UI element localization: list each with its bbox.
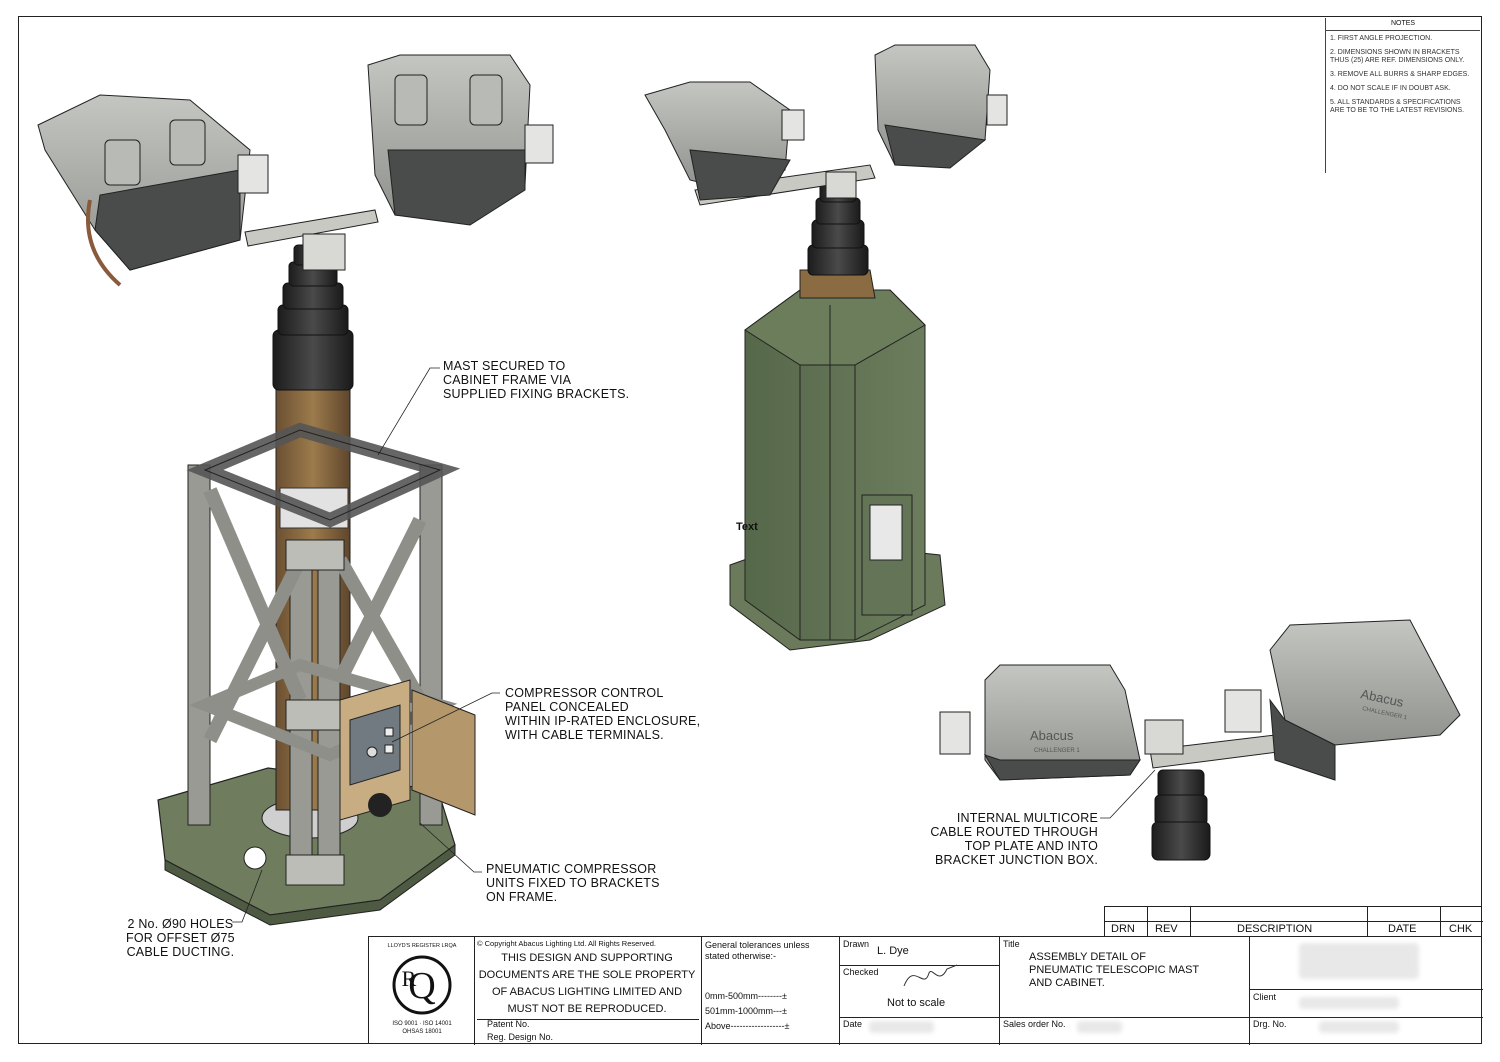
certification-logo: Q R LLOYD'S REGISTER LRQA ISO 9001 · ISO… xyxy=(377,943,467,1039)
callout-line: PANEL CONCEALED xyxy=(505,700,629,714)
callout-line: COMPRESSOR CONTROL xyxy=(505,686,664,700)
tolerances-heading: General tolerances unless stated otherwi… xyxy=(705,940,810,961)
patent-label: Patent No. xyxy=(487,1019,530,1029)
drg-no-label: Drg. No. xyxy=(1253,1019,1287,1029)
compressor-control-panel xyxy=(339,679,476,821)
cabinet-floodlight-left xyxy=(644,81,805,201)
notes-panel: NOTES 1. FIRST ANGLE PROJECTION. 2. DIME… xyxy=(1325,18,1480,173)
callout-cable: INTERNAL MULTICORE CABLE ROUTED THROUGH … xyxy=(930,811,1098,867)
callout-line: INTERNAL MULTICORE xyxy=(956,811,1098,825)
steel-frame xyxy=(186,422,461,886)
callout-mast: MAST SECURED TO CABINET FRAME VIA SUPPLI… xyxy=(443,359,629,401)
date-label: Date xyxy=(843,1019,863,1029)
client-label: Client xyxy=(1253,992,1277,1002)
text-marker: Text xyxy=(736,521,758,533)
drawing-title-line: PNEUMATIC TELESCOPIC MAST xyxy=(1029,964,1200,976)
frame-assembly-view xyxy=(37,54,554,926)
scale-note: Not to scale xyxy=(887,997,946,1009)
tolerance-row: Above------------------± xyxy=(705,1021,790,1031)
cabinet-view xyxy=(644,44,1008,651)
rev-header-date: DATE xyxy=(1388,923,1417,935)
detail-floodlight-right: Abacus CHALLENGER 1 xyxy=(1224,619,1461,781)
svg-text:CHALLENGER 1: CHALLENGER 1 xyxy=(1034,748,1080,754)
callout-line: CABLE ROUTED THROUGH xyxy=(930,825,1098,839)
cert-ohsas: OHSAS 18001 xyxy=(402,1029,442,1035)
junction-box xyxy=(302,233,346,271)
copyright-block: © Copyright Abacus Lighting Ltd. All Rig… xyxy=(477,939,697,1018)
title-block: Q R LLOYD'S REGISTER LRQA ISO 9001 · ISO… xyxy=(368,936,1483,1045)
copyright-line: MUST NOT BE REPRODUCED. xyxy=(507,1003,667,1015)
cable-duct-hole xyxy=(243,846,267,870)
cert-standards: ISO 9001 · ISO 14001 xyxy=(392,1021,452,1027)
callout-mast-line: MAST SECURED TO xyxy=(443,359,566,373)
sales-order-label: Sales order No. xyxy=(1003,1019,1066,1029)
note-item: 3. REMOVE ALL BURRS & SHARP EDGES. xyxy=(1330,71,1470,78)
rev-header-chk: CHK xyxy=(1449,923,1473,935)
callout-line: CABLE DUCTING. xyxy=(126,945,235,959)
copyright-line: © Copyright Abacus Lighting Ltd. All Rig… xyxy=(477,939,656,948)
callout-line: TOP PLATE AND INTO xyxy=(964,839,1098,853)
drawn-label: Drawn xyxy=(843,939,870,949)
drawing-title-line: ASSEMBLY DETAIL OF xyxy=(1029,951,1146,963)
callout-line: ON FRAME. xyxy=(486,890,558,904)
floodlight-left xyxy=(37,94,269,287)
callout-line: 2 No. Ø90 HOLES xyxy=(127,917,234,931)
tolerance-row: 501mm-1000mm---± xyxy=(705,1006,787,1016)
callout-line: UNITS FIXED TO BRACKETS xyxy=(486,876,660,890)
cabinet-floodlight-right xyxy=(874,44,1008,169)
callout-line: FOR OFFSET Ø75 xyxy=(126,931,235,945)
drawing-title-line: AND CABINET. xyxy=(1029,977,1105,989)
callout-line: WITH CABLE TERMINALS. xyxy=(505,728,664,742)
bracket-detail-view: Abacus CHALLENGER 1 Abacus CHALLENGER 1 xyxy=(939,619,1461,861)
svg-text:Q: Q xyxy=(408,965,435,1007)
note-item: 1. FIRST ANGLE PROJECTION. xyxy=(1330,35,1433,42)
rev-header-rev: REV xyxy=(1155,923,1178,935)
note-item: 2. DIMENSIONS SHOWN IN BRACKETS THUS (25… xyxy=(1330,49,1465,64)
callout-holes: 2 No. Ø90 HOLES FOR OFFSET Ø75 CABLE DUC… xyxy=(126,917,235,959)
checked-label: Checked xyxy=(843,967,879,977)
callout-line: WITHIN IP-RATED ENCLOSURE, xyxy=(505,714,701,728)
drawn-value: L. Dye xyxy=(877,945,909,957)
leader-lines xyxy=(232,367,1156,923)
svg-text:R: R xyxy=(402,966,417,991)
note-item: 5. ALL STANDARDS & SPECIFICATIONS ARE TO… xyxy=(1330,99,1465,114)
notes-title: NOTES xyxy=(1326,18,1480,31)
callout-pneumatic: PNEUMATIC COMPRESSOR UNITS FIXED TO BRAC… xyxy=(486,862,660,904)
callout-mast-line: CABINET FRAME VIA xyxy=(443,373,572,387)
floodlight-right xyxy=(367,54,554,226)
rev-header-description: DESCRIPTION xyxy=(1237,923,1313,935)
detail-floodlight-left: Abacus CHALLENGER 1 xyxy=(939,664,1141,781)
lamp-brand-left: Abacus xyxy=(1030,728,1074,743)
drawing-title: ASSEMBLY DETAIL OF PNEUMATIC TELESCOPIC … xyxy=(1029,951,1199,990)
rev-header-drn: DRN xyxy=(1111,923,1135,935)
revision-table: DRN REV DESCRIPTION DATE CHK xyxy=(1104,906,1483,937)
copyright-line: DOCUMENTS ARE THE SOLE PROPERTY xyxy=(478,969,696,981)
copyright-line: OF ABACUS LIGHTING LIMITED AND xyxy=(491,986,683,998)
callout-mast-line: SUPPLIED FIXING BRACKETS. xyxy=(443,387,630,401)
checked-signature xyxy=(903,964,958,987)
cert-ring-text: LLOYD'S REGISTER LRQA xyxy=(387,943,457,949)
callout-compressor-panel: COMPRESSOR CONTROL PANEL CONCEALED WITHI… xyxy=(505,686,700,742)
title-label: Title xyxy=(1003,939,1020,949)
enclosure-door xyxy=(411,689,476,816)
drawing-sheet-border xyxy=(18,16,1482,1044)
reg-design-label: Reg. Design No. xyxy=(487,1032,554,1042)
copyright-line: THIS DESIGN AND SUPPORTING xyxy=(501,952,673,964)
callout-line: PNEUMATIC COMPRESSOR xyxy=(486,862,657,876)
note-item: 4. DO NOT SCALE IF IN DOUBT ASK. xyxy=(1330,85,1451,92)
callout-line: BRACKET JUNCTION BOX. xyxy=(934,853,1098,867)
tolerance-row: 0mm-500mm--------± xyxy=(705,991,787,1001)
